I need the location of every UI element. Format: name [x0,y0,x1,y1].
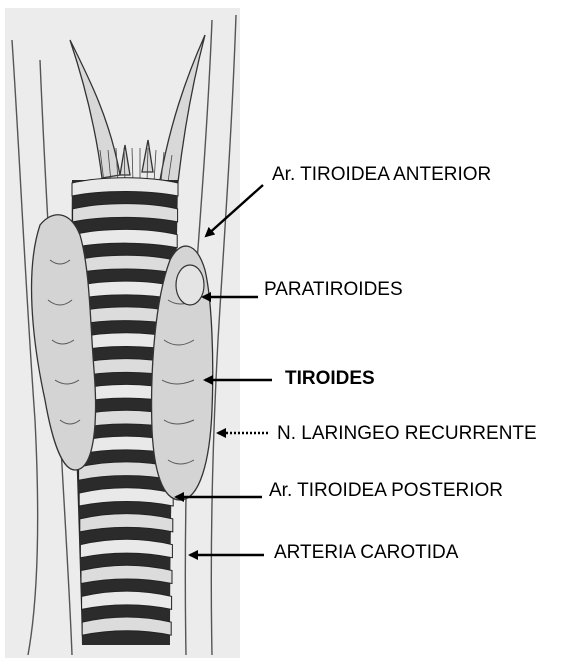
label-arteria-carotida: ARTERIA CAROTIDA [274,543,458,562]
label-nervio-laringeo-recurrente: N. LARINGEO RECURRENTE [277,424,537,443]
label-tiroides: TIROIDES [285,369,375,388]
parathyroid-gland [176,265,204,305]
label-arteria-tiroidea-posterior: Ar. TIROIDEA POSTERIOR [269,481,503,500]
label-arteria-tiroidea-anterior: Ar. TIROIDEA ANTERIOR [272,165,491,184]
label-paratiroides: PARATIROIDES [264,280,403,299]
